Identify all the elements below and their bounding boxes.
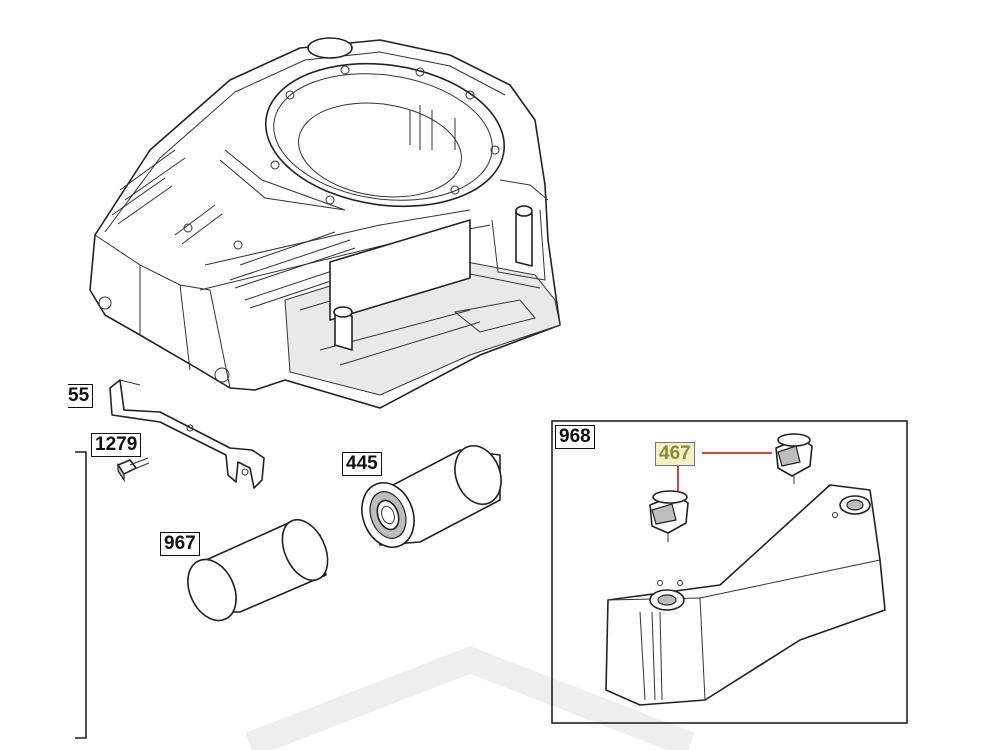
pre-cleaner-part[interactable] [179, 513, 337, 629]
bracket-part[interactable] [109, 379, 265, 489]
part-label-968[interactable]: 968 [555, 425, 595, 449]
filter-cover-part[interactable] [605, 484, 886, 706]
part-label-467[interactable]: 467 [655, 442, 695, 466]
screw-part[interactable] [117, 457, 150, 482]
leader-lines [677, 452, 772, 492]
watermark [245, 646, 695, 750]
part-label-967[interactable]: 967 [160, 532, 200, 556]
cover-group-box [551, 420, 908, 724]
knob-part-lower[interactable] [649, 490, 689, 542]
part-label-445[interactable]: 445 [342, 452, 382, 476]
left-group-box [75, 451, 87, 739]
air-filter-part[interactable] [353, 439, 509, 554]
part-label-55[interactable]: 55 [68, 384, 94, 408]
knob-part-upper[interactable] [775, 433, 813, 484]
part-label-1279[interactable]: 1279 [91, 433, 142, 457]
blower-housing[interactable] [89, 37, 561, 409]
